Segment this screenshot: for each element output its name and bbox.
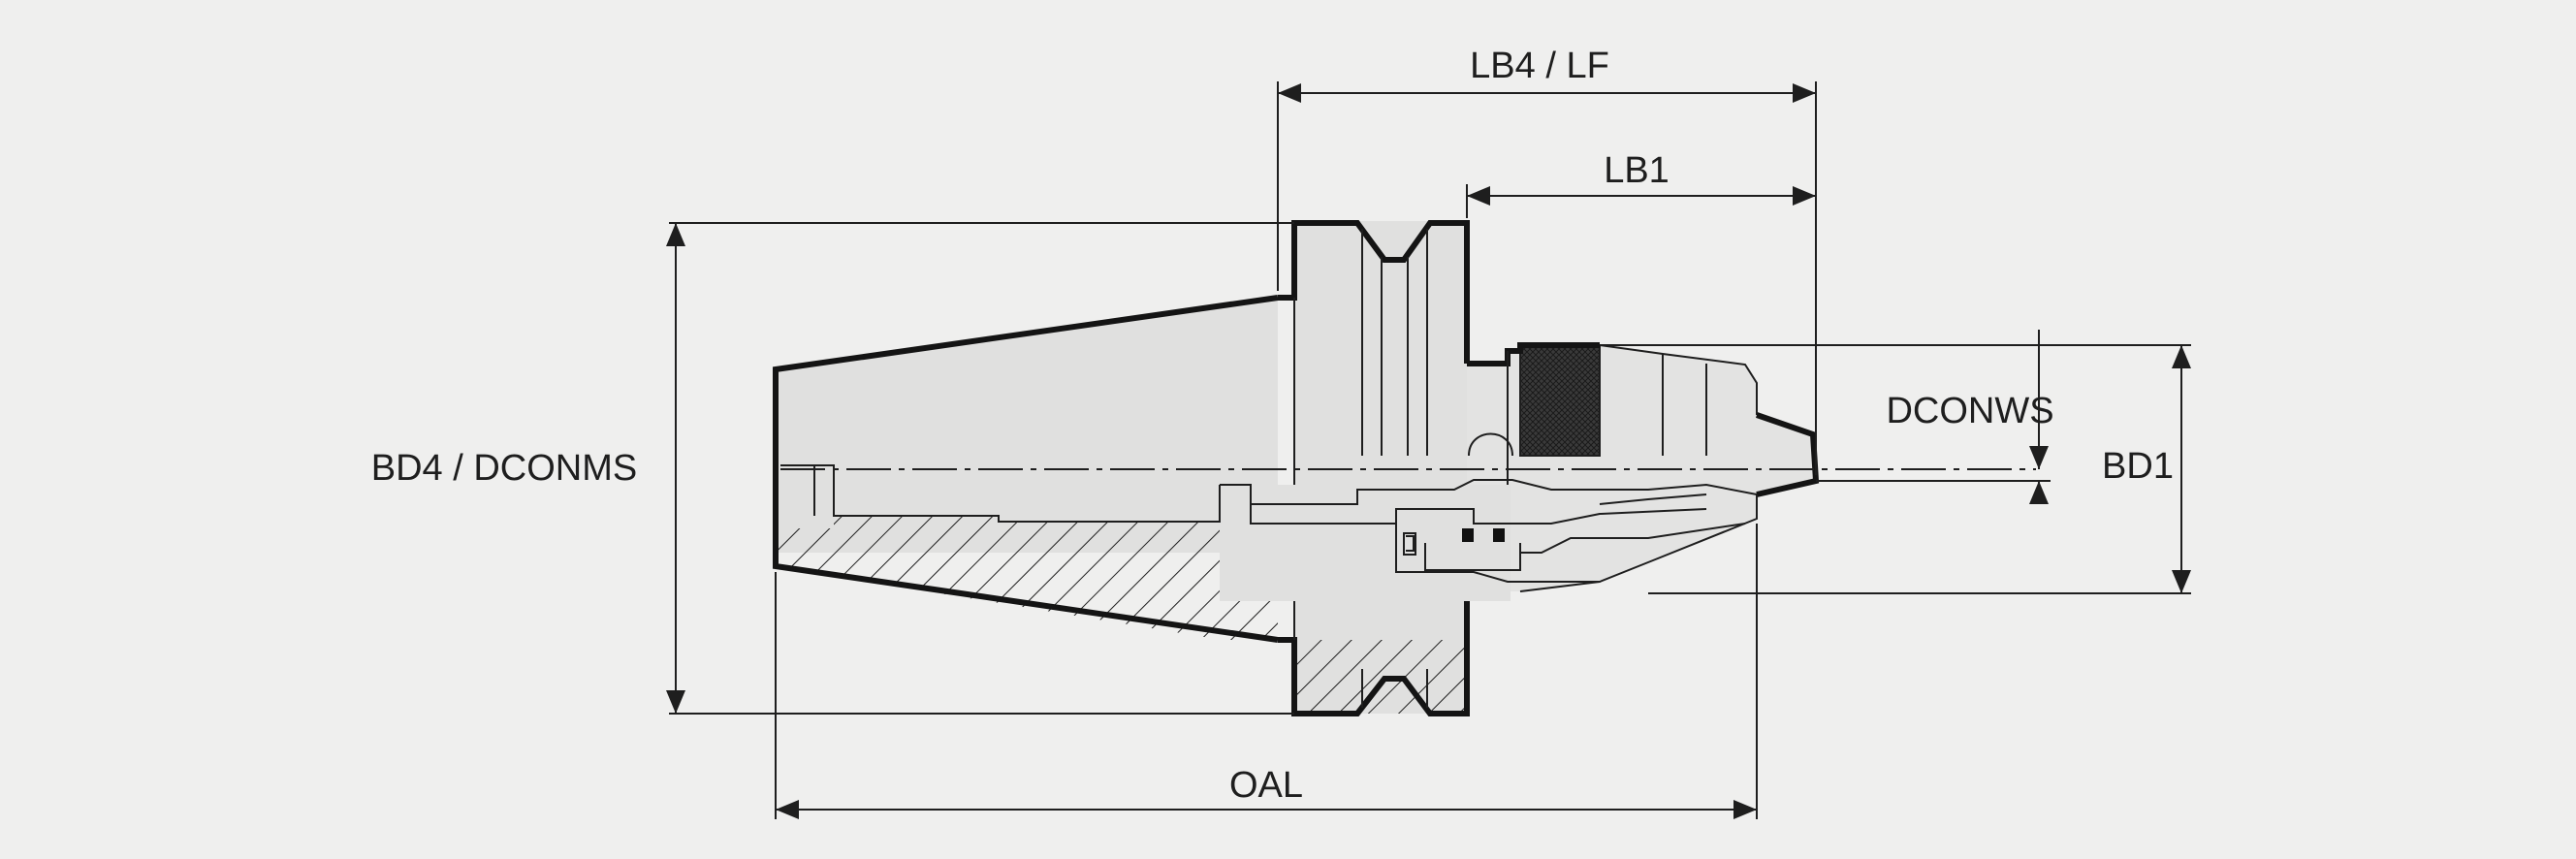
label-lb1: LB1 <box>1604 150 1670 191</box>
label-bd1: BD1 <box>2102 446 2174 487</box>
taper-section-hatch <box>776 485 1278 640</box>
label-dconws: DCONWS <box>1886 391 2053 431</box>
flange <box>1278 220 1470 716</box>
dimension-lines <box>666 83 2191 819</box>
label-lb4-lf: LB4 / LF <box>1470 46 1609 86</box>
internal-section <box>780 464 1758 601</box>
label-oal: OAL <box>1229 765 1303 806</box>
o-ring-left <box>1462 528 1474 542</box>
label-bd4-dconms: BD4 / DCONMS <box>371 448 637 489</box>
o-ring-right <box>1493 528 1505 542</box>
knurled-sleeve <box>1520 347 1600 456</box>
taper-shank <box>773 295 1279 643</box>
